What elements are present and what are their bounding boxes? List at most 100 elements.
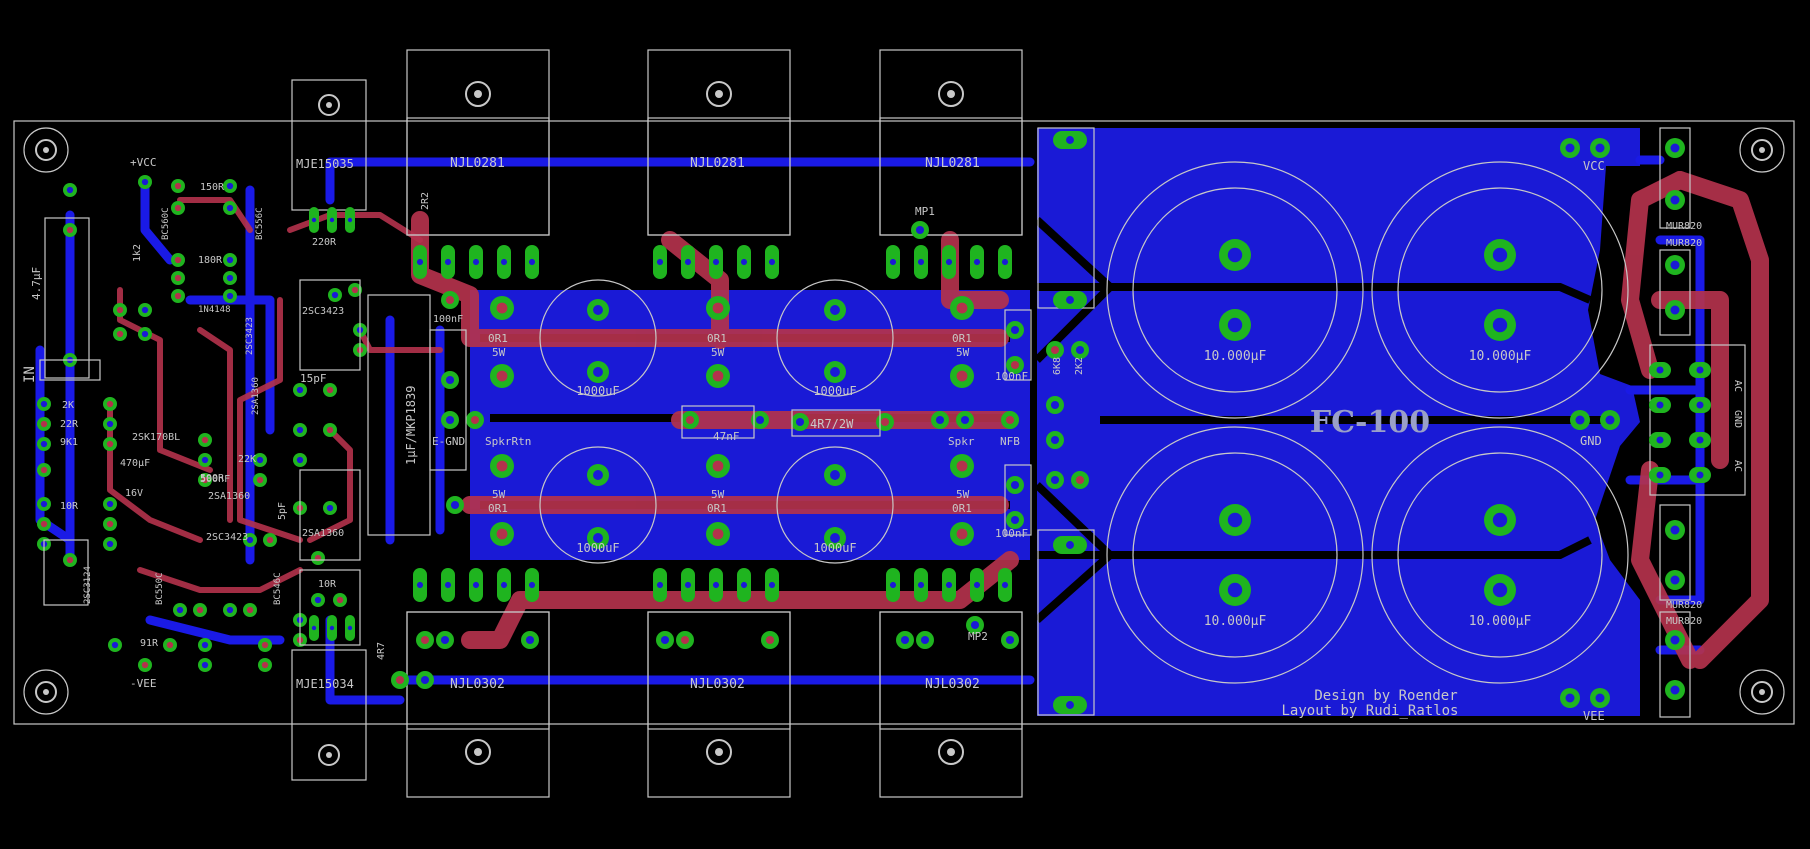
pad	[706, 522, 730, 546]
pad	[490, 522, 514, 546]
pad	[709, 245, 723, 279]
label-10r-b: 10R	[318, 579, 337, 590]
label-180r: 180R	[198, 255, 223, 266]
pad	[765, 568, 779, 602]
pad	[1484, 309, 1516, 341]
label-vee: -VEE	[130, 677, 157, 690]
pad	[1053, 696, 1087, 714]
pad	[1219, 309, 1251, 341]
pad	[950, 454, 974, 478]
pad	[345, 207, 355, 233]
pad	[1689, 432, 1711, 448]
pad	[171, 289, 185, 303]
pad	[761, 631, 779, 649]
pad	[1665, 630, 1685, 650]
label-100nf-c: 100nF	[995, 527, 1028, 540]
label-small-t-6: 2SC3423	[206, 532, 248, 543]
label-r5w-a: 5W	[492, 346, 506, 359]
pad	[490, 364, 514, 388]
pad	[1053, 536, 1087, 554]
pad	[441, 371, 459, 389]
pad	[490, 454, 514, 478]
label-5pf: 5pF	[277, 502, 288, 520]
pad	[138, 658, 152, 672]
pad	[103, 497, 117, 511]
label-100nf-b: 100nF	[995, 370, 1028, 383]
label-2sc3124: 2SC3124	[83, 566, 93, 604]
pad	[413, 245, 427, 279]
label-cap-big-4: 10.000µF	[1469, 614, 1532, 629]
label-gnd: GND	[1580, 434, 1602, 448]
pad	[1046, 341, 1064, 359]
credit-layout: Layout by Rudi_Ratlos	[1281, 703, 1458, 719]
pad	[113, 327, 127, 341]
pad	[223, 201, 237, 215]
pad	[681, 245, 695, 279]
label-1n4148: 1N4148	[198, 305, 231, 315]
pad	[103, 437, 117, 451]
label-r5w-d: 5W	[492, 488, 506, 501]
label-driver-top: MJE15035	[296, 157, 354, 171]
pad	[681, 568, 695, 602]
label-470uf: 470µF	[120, 458, 150, 469]
pad	[138, 303, 152, 317]
pad	[765, 245, 779, 279]
pad	[876, 413, 894, 431]
mounting-holes	[23, 127, 1785, 715]
pad	[1590, 138, 1610, 158]
label-22k: 22K	[238, 454, 256, 465]
pads	[37, 131, 1711, 714]
pad	[348, 283, 362, 297]
pad	[258, 638, 272, 652]
pad	[1071, 341, 1089, 359]
pad	[916, 631, 934, 649]
pad	[931, 411, 949, 429]
label-cap-big-2: 10.000µF	[1469, 349, 1532, 364]
pad	[966, 616, 984, 634]
label-small-t-7: 2SA1360	[208, 491, 250, 502]
pad	[113, 303, 127, 317]
pad	[956, 411, 974, 429]
pad	[1219, 239, 1251, 271]
label-r0r1-e: 0R1	[707, 502, 727, 515]
label-cap-small-4: 1000uF	[813, 541, 856, 555]
pad	[1046, 431, 1064, 449]
rectifier-outlines	[1037, 127, 1746, 718]
pad	[171, 253, 185, 267]
pad	[198, 433, 212, 447]
pad	[37, 397, 51, 411]
label-cap-big-1: 10.000µF	[1204, 349, 1267, 364]
pad	[37, 437, 51, 451]
pad	[328, 288, 342, 302]
label-47nf: 47nF	[713, 430, 740, 443]
silkscreen-labels: FC-100 Design by Roender Layout by Rudi_…	[22, 156, 1743, 723]
pad	[413, 568, 427, 602]
pad	[950, 522, 974, 546]
label-22r: 22R	[60, 419, 79, 430]
label-r5w-b: 5W	[711, 346, 725, 359]
label-100nf-a: 100nF	[433, 314, 463, 325]
label-1k2: 1k2	[132, 244, 143, 262]
pad	[37, 463, 51, 477]
label-4r7-2w: 4R7/2W	[810, 417, 854, 431]
label-mp1: MP1	[915, 205, 935, 218]
pad	[243, 603, 257, 617]
pad	[469, 568, 483, 602]
pad	[198, 453, 212, 467]
pad	[1560, 138, 1580, 158]
pad	[1006, 476, 1024, 494]
pad	[138, 327, 152, 341]
pad	[1649, 362, 1671, 378]
pad	[791, 413, 809, 431]
label-bc560c: BC560C	[161, 207, 171, 240]
pad	[886, 245, 900, 279]
pad	[998, 568, 1012, 602]
pad	[1665, 680, 1685, 700]
label-r0r1-c: 0R1	[952, 332, 972, 345]
label-in: IN	[22, 366, 38, 383]
main-capacitors	[1106, 161, 1629, 684]
pad	[942, 245, 956, 279]
pad	[309, 207, 319, 233]
label-mur-4: MUR820	[1666, 616, 1702, 627]
